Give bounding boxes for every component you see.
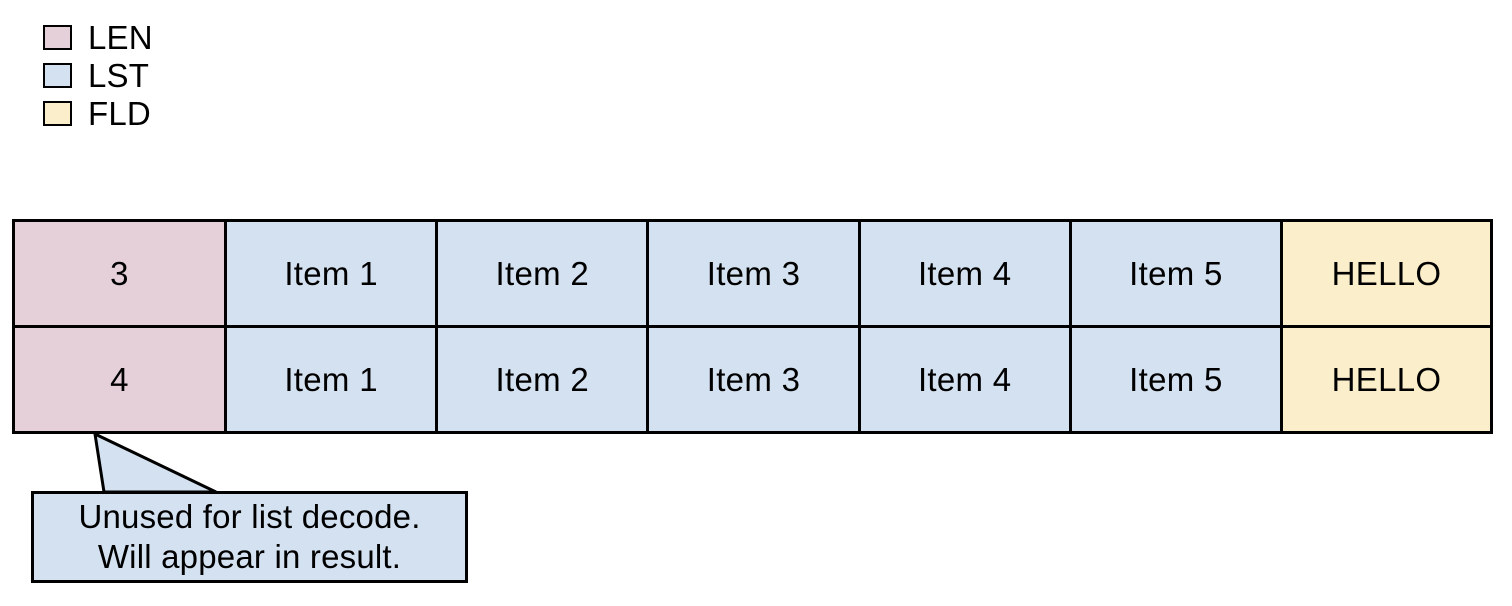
cell-len: 3: [15, 222, 224, 325]
callout-tail-shape: [93, 431, 217, 494]
legend-swatch-fld-icon: [43, 100, 72, 126]
legend-item-fld: FLD: [43, 94, 443, 132]
legend-swatch-len-icon: [43, 24, 72, 50]
cell-list-item: Item 3: [646, 222, 858, 325]
cell-field: HELLO: [1280, 222, 1491, 325]
legend-label-len: LEN: [88, 18, 153, 56]
cell-list-item: Item 1: [224, 222, 436, 325]
legend-label-fld: FLD: [88, 94, 151, 132]
cell-list-item: Item 4: [857, 328, 1069, 431]
cell-list-item: Item 5: [1068, 328, 1281, 431]
cell-list-item: Item 1: [224, 328, 436, 431]
legend-item-lst: LST: [43, 56, 443, 94]
callout-line-2: Will appear in result.: [97, 538, 402, 575]
legend-swatch-lst-icon: [43, 62, 72, 88]
cell-field: HELLO: [1280, 328, 1491, 431]
table-row: 3 Item 1 Item 2 Item 3 Item 4 Item 5 HEL…: [15, 222, 1491, 325]
cell-list-item: Item 2: [435, 328, 647, 431]
callout-line-1: Unused for list decode.: [78, 498, 421, 535]
cell-len: 4: [15, 328, 224, 431]
callout-note: Unused for list decode. Will appear in r…: [31, 491, 468, 583]
cell-list-item: Item 3: [646, 328, 858, 431]
cell-list-item: Item 2: [435, 222, 647, 325]
table-row: 4 Item 1 Item 2 Item 3 Item 4 Item 5 HEL…: [15, 325, 1491, 431]
cell-list-item: Item 5: [1068, 222, 1281, 325]
legend-item-len: LEN: [43, 18, 443, 56]
cell-list-item: Item 4: [857, 222, 1069, 325]
packet-layout-table: 3 Item 1 Item 2 Item 3 Item 4 Item 5 HEL…: [12, 219, 1493, 434]
legend: LEN LST FLD: [43, 18, 443, 132]
legend-label-lst: LST: [88, 56, 150, 94]
